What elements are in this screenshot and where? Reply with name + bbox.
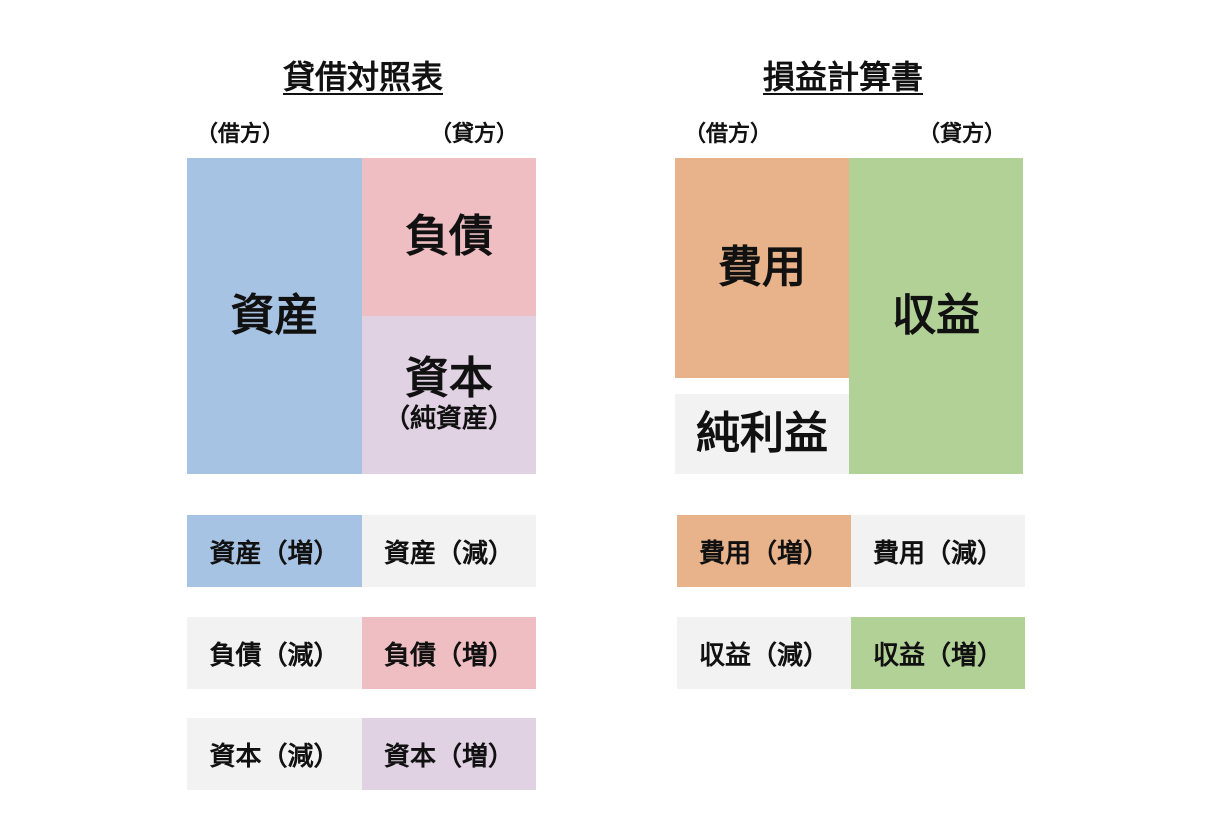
income-statement-title: 損益計算書 — [762, 58, 923, 96]
net-income-label: 純利益 — [696, 407, 828, 459]
balance-sheet-title: 貸借対照表 — [282, 58, 443, 96]
rule-liability-decrease: 負債（減） — [187, 617, 362, 689]
rule-equity-increase: 資本（増） — [362, 718, 536, 790]
rule-revenue-increase: 収益（増） — [851, 617, 1025, 689]
rule-asset-increase: 資産（増） — [187, 515, 362, 587]
bs-debit-label: （借方） — [196, 122, 285, 147]
revenue-label: 収益 — [892, 289, 980, 341]
is-credit-label: （貸方） — [918, 122, 1007, 147]
liability-label: 負債 — [405, 210, 493, 262]
rule-asset-decrease: 資産（減） — [362, 515, 536, 587]
rule-equity-decrease: 資本（減） — [187, 718, 362, 790]
is-debit-label: （借方） — [684, 122, 773, 147]
equity-sub-label: （純資産） — [383, 403, 514, 434]
expense-label: 費用 — [718, 241, 806, 293]
liability-block: 負債 — [362, 158, 536, 316]
rule-expense-decrease: 費用（減） — [851, 515, 1025, 587]
equity-block: 資本 （純資産） — [362, 316, 536, 474]
bs-credit-label: （貸方） — [430, 122, 519, 147]
rule-liability-increase: 負債（増） — [362, 617, 536, 689]
net-income-block: 純利益 — [675, 394, 849, 474]
asset-label: 資産 — [230, 289, 319, 341]
equity-label: 資本 — [405, 353, 493, 405]
expense-block: 費用 — [675, 158, 849, 378]
rule-revenue-decrease: 収益（減） — [677, 617, 851, 689]
asset-block: 資産 — [187, 158, 362, 474]
rule-expense-increase: 費用（増） — [677, 515, 851, 587]
revenue-block: 収益 — [849, 158, 1023, 474]
